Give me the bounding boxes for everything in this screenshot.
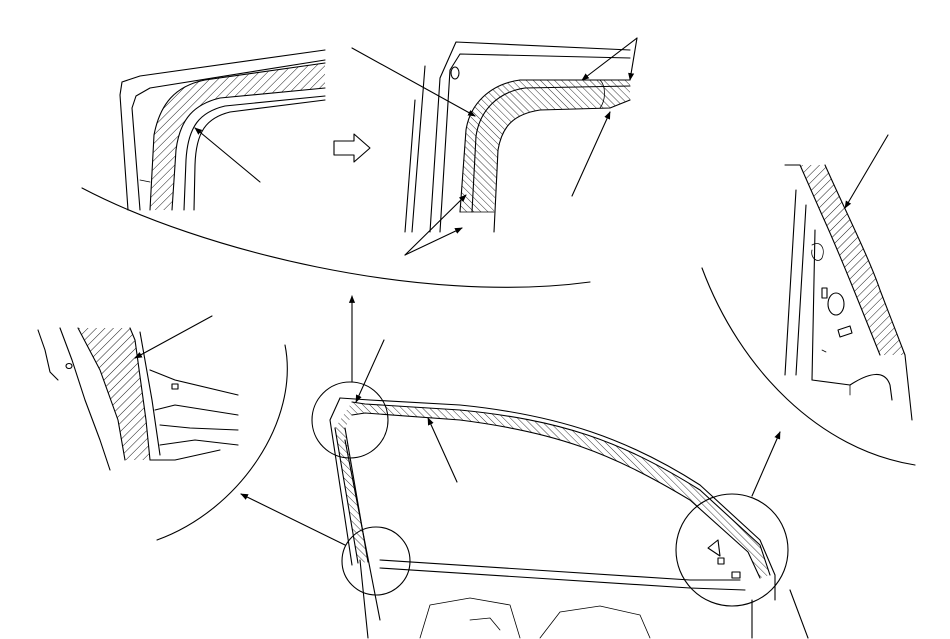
frame-leader-rear-b	[789, 589, 809, 639]
after-leader-a	[351, 47, 476, 117]
after-corner-detail	[351, 37, 638, 256]
callout-circle-top-front	[311, 381, 389, 459]
left-sealant-hatch	[78, 328, 150, 460]
callout-circle-rear	[675, 493, 789, 607]
left-leader-arrow	[134, 315, 213, 359]
left-hole-b	[171, 383, 179, 390]
callout-circle-lower-front	[341, 526, 411, 596]
after-leader-b	[581, 37, 638, 81]
left-hole-a	[65, 362, 73, 370]
before-sealant-hatch	[150, 63, 325, 210]
right-leader-arrow	[844, 134, 889, 209]
right-sealant-hatch	[800, 165, 905, 355]
left-detail-view	[37, 315, 288, 541]
rear-triangle-hole	[707, 539, 721, 557]
right-hole	[827, 292, 845, 316]
after-leader-e	[404, 194, 467, 256]
frame-leader-mid	[427, 417, 458, 483]
right-detail-view	[701, 134, 916, 466]
door-frame-overview	[240, 295, 809, 639]
left-detail-boundary	[156, 344, 288, 541]
after-leader-d	[571, 111, 611, 197]
top-detail-view	[81, 37, 638, 288]
after-leader-f	[404, 227, 463, 256]
after-sealant-hatch	[460, 80, 630, 212]
right-detail-boundary	[701, 267, 916, 466]
before-corner-detail	[119, 49, 326, 211]
process-arrow-icon	[333, 133, 371, 163]
before-leader-arrow	[194, 127, 261, 183]
callout-arrow-to-right	[751, 431, 781, 497]
callout-arrow-to-left	[240, 493, 346, 546]
frame-leader-top	[355, 339, 385, 403]
after-leader-c	[628, 37, 638, 81]
top-detail-boundary	[81, 187, 591, 288]
after-hole	[450, 66, 460, 80]
